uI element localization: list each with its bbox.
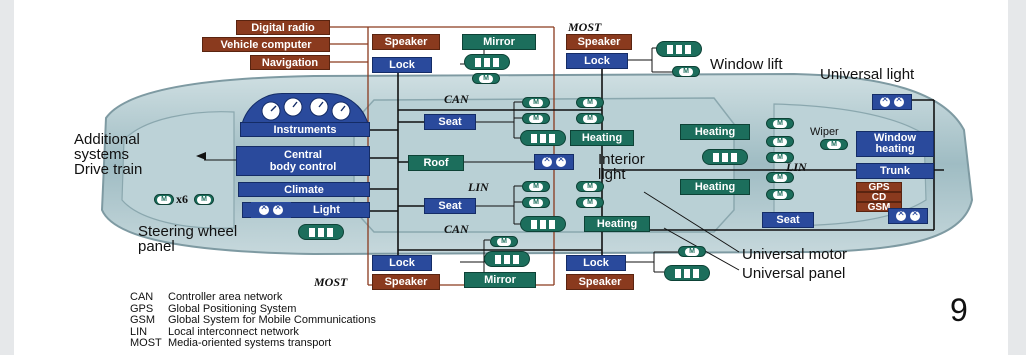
steering-wheel-panel-icon bbox=[298, 224, 344, 240]
window-lift-label: Window lift bbox=[710, 56, 783, 73]
seat-front-motor-4: M bbox=[576, 113, 604, 124]
rear-light-icon bbox=[888, 208, 928, 224]
wiper-motor-icon: M bbox=[820, 139, 848, 150]
seat-rear: Seat bbox=[424, 198, 476, 214]
slide: Digital radio Vehicle computer Navigatio… bbox=[14, 0, 1008, 355]
right-motor-2: M bbox=[766, 136, 794, 147]
navigation-box: Navigation bbox=[250, 55, 330, 70]
lock-front-right: Lock bbox=[566, 53, 628, 69]
motor-rear-left-icon: M bbox=[490, 236, 518, 247]
legend-desc: Global Positioning System bbox=[168, 302, 297, 315]
interior-light-label: Interior light bbox=[598, 151, 645, 183]
page-number: 9 bbox=[950, 292, 968, 328]
seat-rear-motor-4: M bbox=[576, 197, 604, 208]
seat-front-motor-1: M bbox=[522, 97, 550, 108]
legend-abbr: GPS bbox=[130, 302, 154, 315]
mirror-rear-left: Mirror bbox=[464, 272, 536, 288]
seat-front: Seat bbox=[424, 114, 476, 130]
seat-front-panel-icon bbox=[520, 130, 566, 146]
right-motor-1: M bbox=[766, 118, 794, 129]
right-panel-icon bbox=[702, 149, 748, 165]
lock-rear-left: Lock bbox=[372, 255, 432, 271]
heating-right-rear: Heating bbox=[680, 179, 750, 195]
lin-label-center: LIN bbox=[468, 180, 489, 194]
lock-front-left: Lock bbox=[372, 57, 432, 73]
seat-front-motor-2: M bbox=[576, 97, 604, 108]
seat-rear-motor-1: M bbox=[522, 181, 550, 192]
gsm-box: GSM bbox=[856, 202, 902, 213]
speaker-front-left: Speaker bbox=[372, 34, 440, 50]
right-motor-3: M bbox=[766, 152, 794, 163]
right-motor-4: M bbox=[766, 172, 794, 183]
can-label-bottom: CAN bbox=[444, 222, 469, 236]
speaker-rear-right: Speaker bbox=[566, 274, 634, 290]
climate-motor-icon: M bbox=[154, 194, 174, 205]
steering-wheel-panel-label: Steering wheel panel bbox=[138, 223, 238, 255]
right-motor-5: M bbox=[766, 189, 794, 200]
trunk-box: Trunk bbox=[856, 163, 934, 179]
gps-box: GPS bbox=[856, 182, 902, 193]
climate-motors-group: M x6 M bbox=[154, 190, 226, 212]
heating-rear: Heating bbox=[584, 216, 650, 232]
legend-abbr: LIN bbox=[130, 325, 148, 338]
universal-motor-icon: M bbox=[678, 246, 706, 257]
panel-front-right-icon bbox=[656, 41, 702, 57]
legend-row: MOST Media-oriented systems transport bbox=[130, 337, 376, 350]
heating-front: Heating bbox=[570, 130, 634, 146]
wiper-label: Wiper bbox=[810, 126, 839, 138]
universal-panel-icon bbox=[664, 265, 710, 281]
digital-radio-box: Digital radio bbox=[236, 20, 330, 35]
legend-abbr: CAN bbox=[130, 291, 154, 303]
legend-abbr: MOST bbox=[130, 337, 162, 349]
panel-rear-left-icon bbox=[484, 251, 530, 267]
instruments-box: Instruments bbox=[240, 122, 370, 137]
can-label-top: CAN bbox=[444, 92, 469, 106]
cd-box: CD bbox=[856, 192, 902, 203]
heating-right-front: Heating bbox=[680, 124, 750, 140]
roof-box: Roof bbox=[408, 155, 464, 171]
legend-row: GPS Global Positioning System bbox=[130, 302, 376, 316]
universal-light-icon bbox=[872, 94, 912, 110]
legend-row: LIN Local interconnect network bbox=[130, 325, 376, 339]
universal-light-label: Universal light bbox=[820, 66, 915, 83]
climate-motor-icon-2: M bbox=[194, 194, 214, 205]
central-body-control-box: Central body control bbox=[236, 146, 370, 176]
motor-window-lift-icon: M bbox=[672, 66, 700, 77]
light-box: Light bbox=[242, 202, 370, 218]
interior-light-icon bbox=[534, 154, 574, 170]
x6-label: x6 bbox=[176, 192, 188, 206]
seat-front-motor-3: M bbox=[522, 113, 550, 124]
mirror-front-left: Mirror bbox=[462, 34, 536, 50]
seat-rear-motor-2: M bbox=[576, 181, 604, 192]
speaker-rear-left: Speaker bbox=[372, 274, 440, 290]
legend-desc: Local interconnect network bbox=[168, 325, 299, 338]
window-heating-box: Window heating bbox=[856, 131, 934, 157]
universal-motor-label: Universal motor bbox=[742, 246, 848, 263]
panel-front-left-icon bbox=[464, 54, 510, 70]
light-label: Light bbox=[313, 204, 340, 216]
speaker-front-right: Speaker bbox=[566, 34, 632, 50]
seat-rear-panel-icon bbox=[520, 216, 566, 232]
seat-right: Seat bbox=[762, 212, 814, 228]
legend-abbr: GSM bbox=[130, 314, 156, 326]
light-bulbs-icon bbox=[251, 202, 291, 218]
legend-desc: Controller area network bbox=[168, 291, 283, 303]
motor-front-left-icon: M bbox=[472, 73, 500, 84]
climate-box: Climate bbox=[238, 182, 370, 197]
additional-systems-label: Additional systems bbox=[74, 131, 140, 163]
legend-desc: Media-oriented systems transport bbox=[168, 337, 332, 349]
seat-rear-motor-3: M bbox=[522, 197, 550, 208]
abbreviation-legend: CAN Controller area network GPS Global Pos… bbox=[130, 291, 376, 350]
lock-rear-right: Lock bbox=[566, 255, 626, 271]
lin-label-right: LIN bbox=[786, 160, 807, 174]
vehicle-computer-box: Vehicle computer bbox=[202, 37, 330, 52]
drive-train-label: Drive train bbox=[74, 161, 143, 178]
legend-row: CAN Controller area network bbox=[130, 291, 376, 304]
universal-panel-label: Universal panel bbox=[742, 265, 846, 282]
most-label-bottom: MOST bbox=[314, 275, 348, 289]
most-label-top: MOST bbox=[568, 20, 602, 34]
legend-row: GSM Global System for Mobile Communicatio… bbox=[130, 314, 376, 327]
legend-desc: Global System for Mobile Communications bbox=[168, 314, 376, 326]
